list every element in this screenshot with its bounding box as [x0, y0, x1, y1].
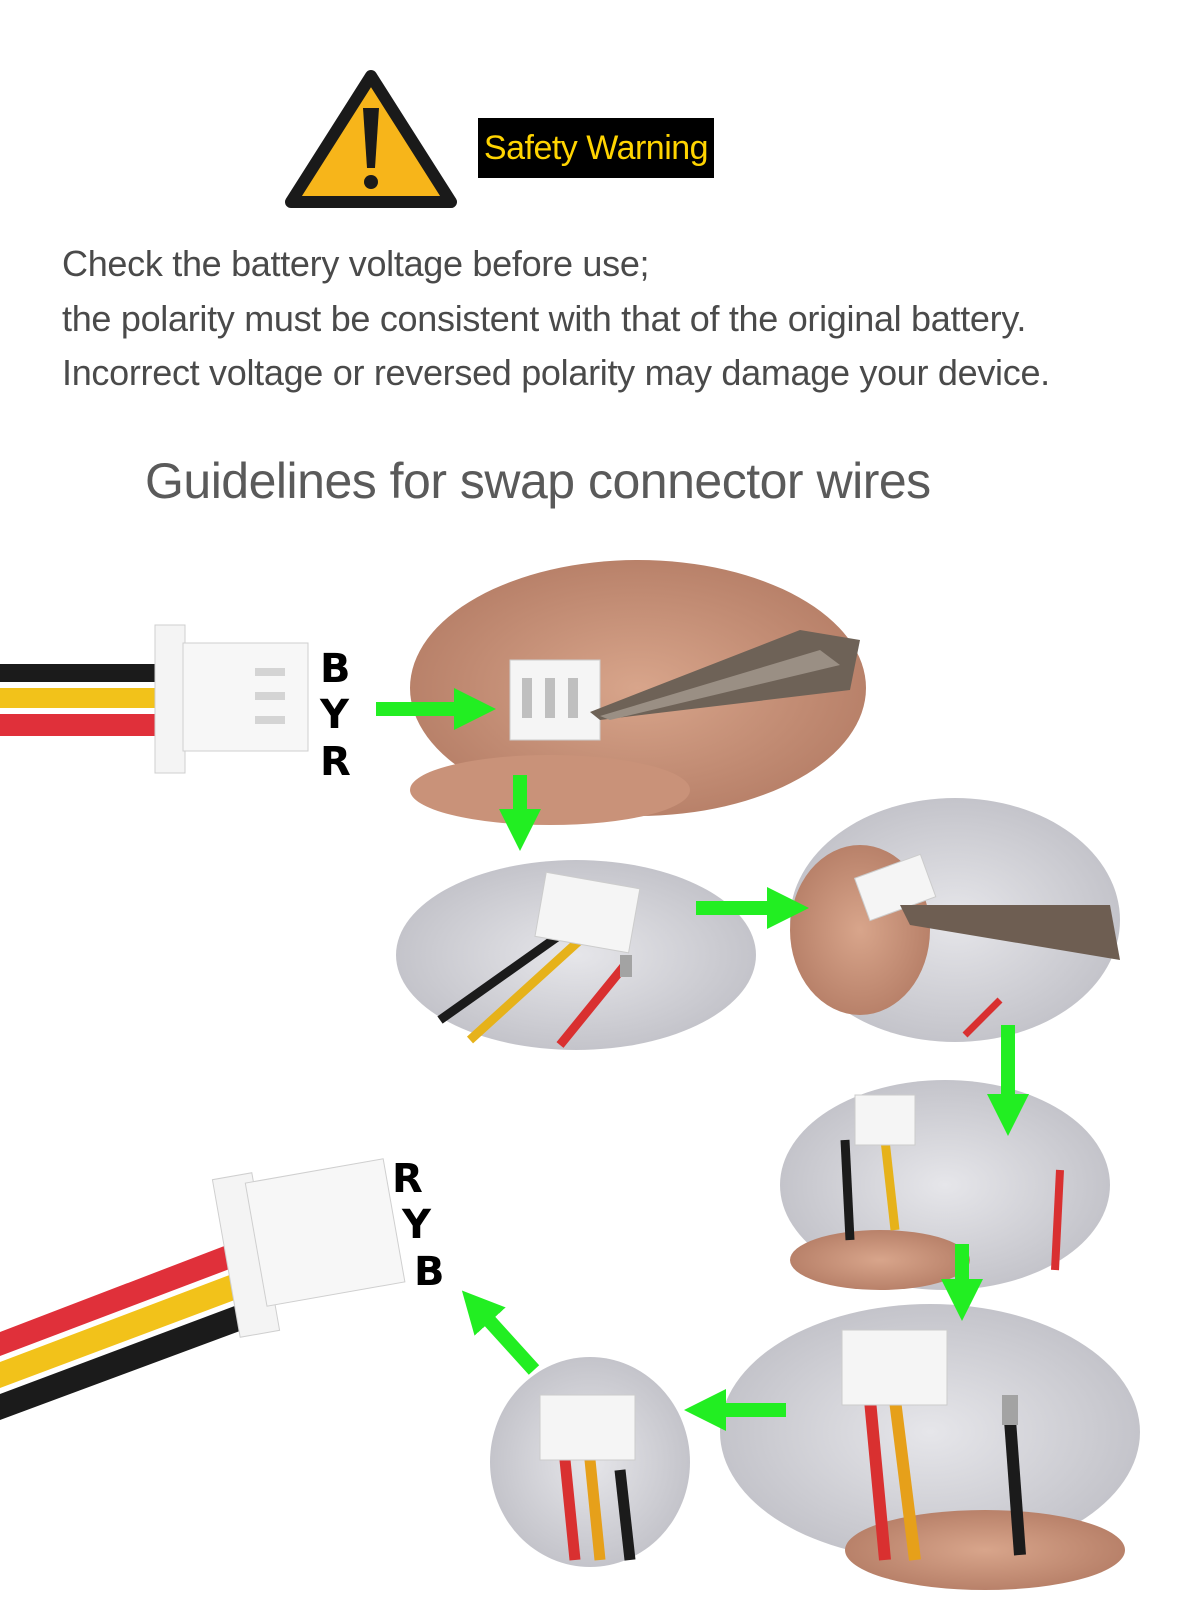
guidelines-title: Guidelines for swap connector wires: [145, 453, 931, 509]
message-line-2: the polarity must be consistent with tha…: [62, 298, 1027, 339]
step-2-photo: [396, 860, 756, 1050]
step-5-photo: [720, 1304, 1140, 1590]
wire-label-r-bottom: R: [392, 1156, 423, 1202]
safety-warning-label: Safety Warning: [478, 118, 714, 178]
step-1-photo: [410, 560, 866, 825]
swapped-connector: [0, 1158, 406, 1420]
process-arrows: [376, 688, 1029, 1431]
original-connector: [0, 624, 309, 774]
step-3-photo: [790, 798, 1120, 1042]
wire-label-y-bottom: Y: [401, 1202, 432, 1248]
arrow-step6-to-final: [461, 1290, 540, 1375]
wire-label-b-bottom: B: [414, 1249, 445, 1295]
connector-swap-diagram: B Y R: [0, 560, 1140, 1590]
wire-label-b-top: B: [320, 646, 351, 692]
warning-triangle-icon: [285, 70, 457, 208]
step-6-photo: [490, 1357, 690, 1567]
message-line-1: Check the battery voltage before use;: [62, 243, 650, 284]
wire-label-r-top: R: [320, 739, 351, 785]
step-4-photo: [780, 1080, 1110, 1290]
message-line-3: Incorrect voltage or reversed polarity m…: [62, 352, 1050, 393]
wire-label-y-top: Y: [319, 692, 350, 738]
